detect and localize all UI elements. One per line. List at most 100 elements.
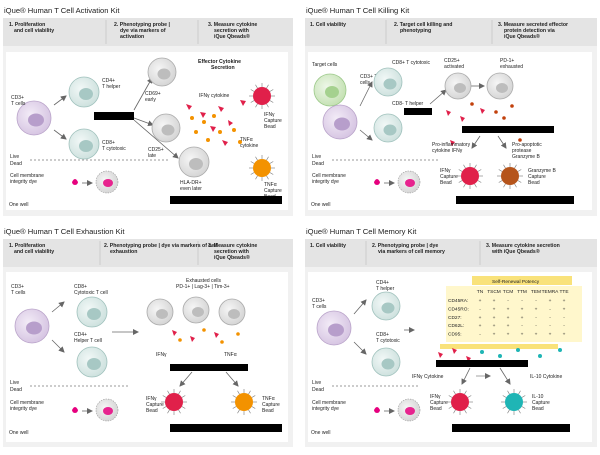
readout-bar xyxy=(452,424,570,432)
cell-label: T cytotoxic xyxy=(376,338,400,344)
dye-label: Cell membrane xyxy=(10,173,44,179)
bead-label: IFNγ xyxy=(146,396,157,402)
marker-value: + xyxy=(507,316,510,321)
cell-label: T cells xyxy=(11,290,26,296)
column-header: TEMRA xyxy=(542,289,560,295)
bead-label: Capture xyxy=(264,188,282,194)
marker-value: + xyxy=(507,307,510,312)
cell-label: T helper xyxy=(376,286,395,292)
table-underline xyxy=(440,344,558,349)
readout-bar xyxy=(170,424,282,432)
marker-value: + xyxy=(479,299,482,304)
viability-label: Dead xyxy=(312,161,324,167)
bead-label: Capture xyxy=(146,402,164,408)
viability-label: Live xyxy=(10,380,19,386)
il10-capture-bead xyxy=(501,389,527,415)
marker-value: + xyxy=(563,299,566,304)
bead-label: Granzyme B xyxy=(528,168,556,174)
column-header: TTE xyxy=(559,289,568,295)
step-3-label: iQue Qbeads® xyxy=(504,33,540,40)
table-row: CD45RO:-++++-+ xyxy=(448,306,566,312)
dye-label: integrity dye xyxy=(312,406,339,412)
step-3-label: protein detection via xyxy=(504,28,555,34)
dye-drop-icon xyxy=(72,407,78,413)
marker-value: - xyxy=(563,324,565,329)
steps-header xyxy=(3,18,293,46)
panel-title: iQue® Human T Cell Memory Kit xyxy=(306,227,417,236)
marker-value: + xyxy=(521,316,524,321)
marker-value: + xyxy=(493,299,496,304)
table-row: CD45RA:++---++ xyxy=(448,298,566,304)
marker-value: + xyxy=(493,333,496,338)
bead-label: Bead xyxy=(532,406,544,412)
marker-value: - xyxy=(479,333,481,338)
step-2-label: activation xyxy=(120,34,144,40)
phenotyping-dye-bar xyxy=(404,108,432,115)
ifng-cytokines xyxy=(446,108,485,146)
dead-cell-icon xyxy=(95,170,119,194)
viability-label: Dead xyxy=(10,387,22,393)
panel-activation: iQue® Human T Cell Activation Kit 1. Pro… xyxy=(3,6,293,216)
cell-label: exhausted xyxy=(500,64,523,70)
marker-value: + xyxy=(493,324,496,329)
tnfa-cytokines xyxy=(178,328,240,344)
granzyme-b-particles xyxy=(470,102,522,142)
dye-drop-icon xyxy=(72,179,78,185)
marker-label: CD95: xyxy=(448,332,462,338)
marker-value: + xyxy=(521,333,524,338)
panel-killing: iQue® Human T Cell Killing Kit 1. Cell v… xyxy=(305,6,597,216)
protease-label: protease xyxy=(512,148,532,154)
one-well-label: One well xyxy=(9,202,28,208)
step-1-label: 1. Proliferation xyxy=(9,22,45,28)
annotation: Secretion xyxy=(211,65,235,71)
tnfa-capture-bead xyxy=(249,155,275,181)
bead-label: Bead xyxy=(528,180,540,186)
column-header: TEM xyxy=(531,289,541,295)
step-3-label: secretion with xyxy=(214,28,249,34)
step-2-label: 2. Target cell killing and xyxy=(394,22,452,28)
table-row: CD27:++++--- xyxy=(448,315,565,321)
bead-label: IFNγ xyxy=(440,168,451,174)
marker-value: + xyxy=(549,299,552,304)
protease-label: Granzyme B xyxy=(512,154,540,160)
cell-label: CD69+ xyxy=(145,91,161,97)
steps-header xyxy=(3,239,293,267)
cell-label: CD3+ T xyxy=(360,74,377,80)
bead-label: Bead xyxy=(440,180,452,186)
granzyme-b-capture-bead xyxy=(497,163,523,189)
column-header: TSCM xyxy=(487,289,501,295)
bead-label: Capture xyxy=(528,174,546,180)
step-2-label: via markers of cell memory xyxy=(378,249,445,255)
one-well-label: One well xyxy=(311,202,330,208)
bead-label: Bead xyxy=(430,406,442,412)
well-area xyxy=(6,272,288,442)
cytokine-label: IL-10 Cytokine xyxy=(530,374,562,380)
marker-value: - xyxy=(507,299,509,304)
cell-label: CD3+ xyxy=(11,284,24,290)
ifng-capture-bead xyxy=(457,163,483,189)
step-3-label: 3. Measure cytokine secretion xyxy=(486,243,560,249)
table-rows: CD45RA:++---++CD45RO:-++++-+CD27:++++---… xyxy=(448,298,566,338)
column-header: TN xyxy=(477,289,484,295)
cell-label: late xyxy=(148,153,156,159)
steps-header xyxy=(305,239,597,267)
step-3-label: iQue Qbeads® xyxy=(214,33,250,40)
cell-label: CD25+ xyxy=(148,147,164,153)
marker-value: - xyxy=(521,299,523,304)
ifng-capture-bead xyxy=(161,389,187,415)
marker-value: + xyxy=(493,307,496,312)
marker-value: + xyxy=(535,333,538,338)
marker-value: + xyxy=(493,316,496,321)
cell-label: T helper xyxy=(102,84,121,90)
cell-label: Cytotoxic T cell xyxy=(74,290,108,296)
step-1-label: 1. Cell viability xyxy=(310,243,346,249)
step-3-label: 3. Measure cytokine xyxy=(208,243,257,249)
marker-value: + xyxy=(563,333,566,338)
bead-label: Capture xyxy=(532,400,550,406)
marker-value: - xyxy=(549,316,551,321)
dye-label: integrity dye xyxy=(10,179,37,185)
cytokine-label: IFNγ xyxy=(156,352,167,358)
ifng-cytokines xyxy=(172,330,219,342)
